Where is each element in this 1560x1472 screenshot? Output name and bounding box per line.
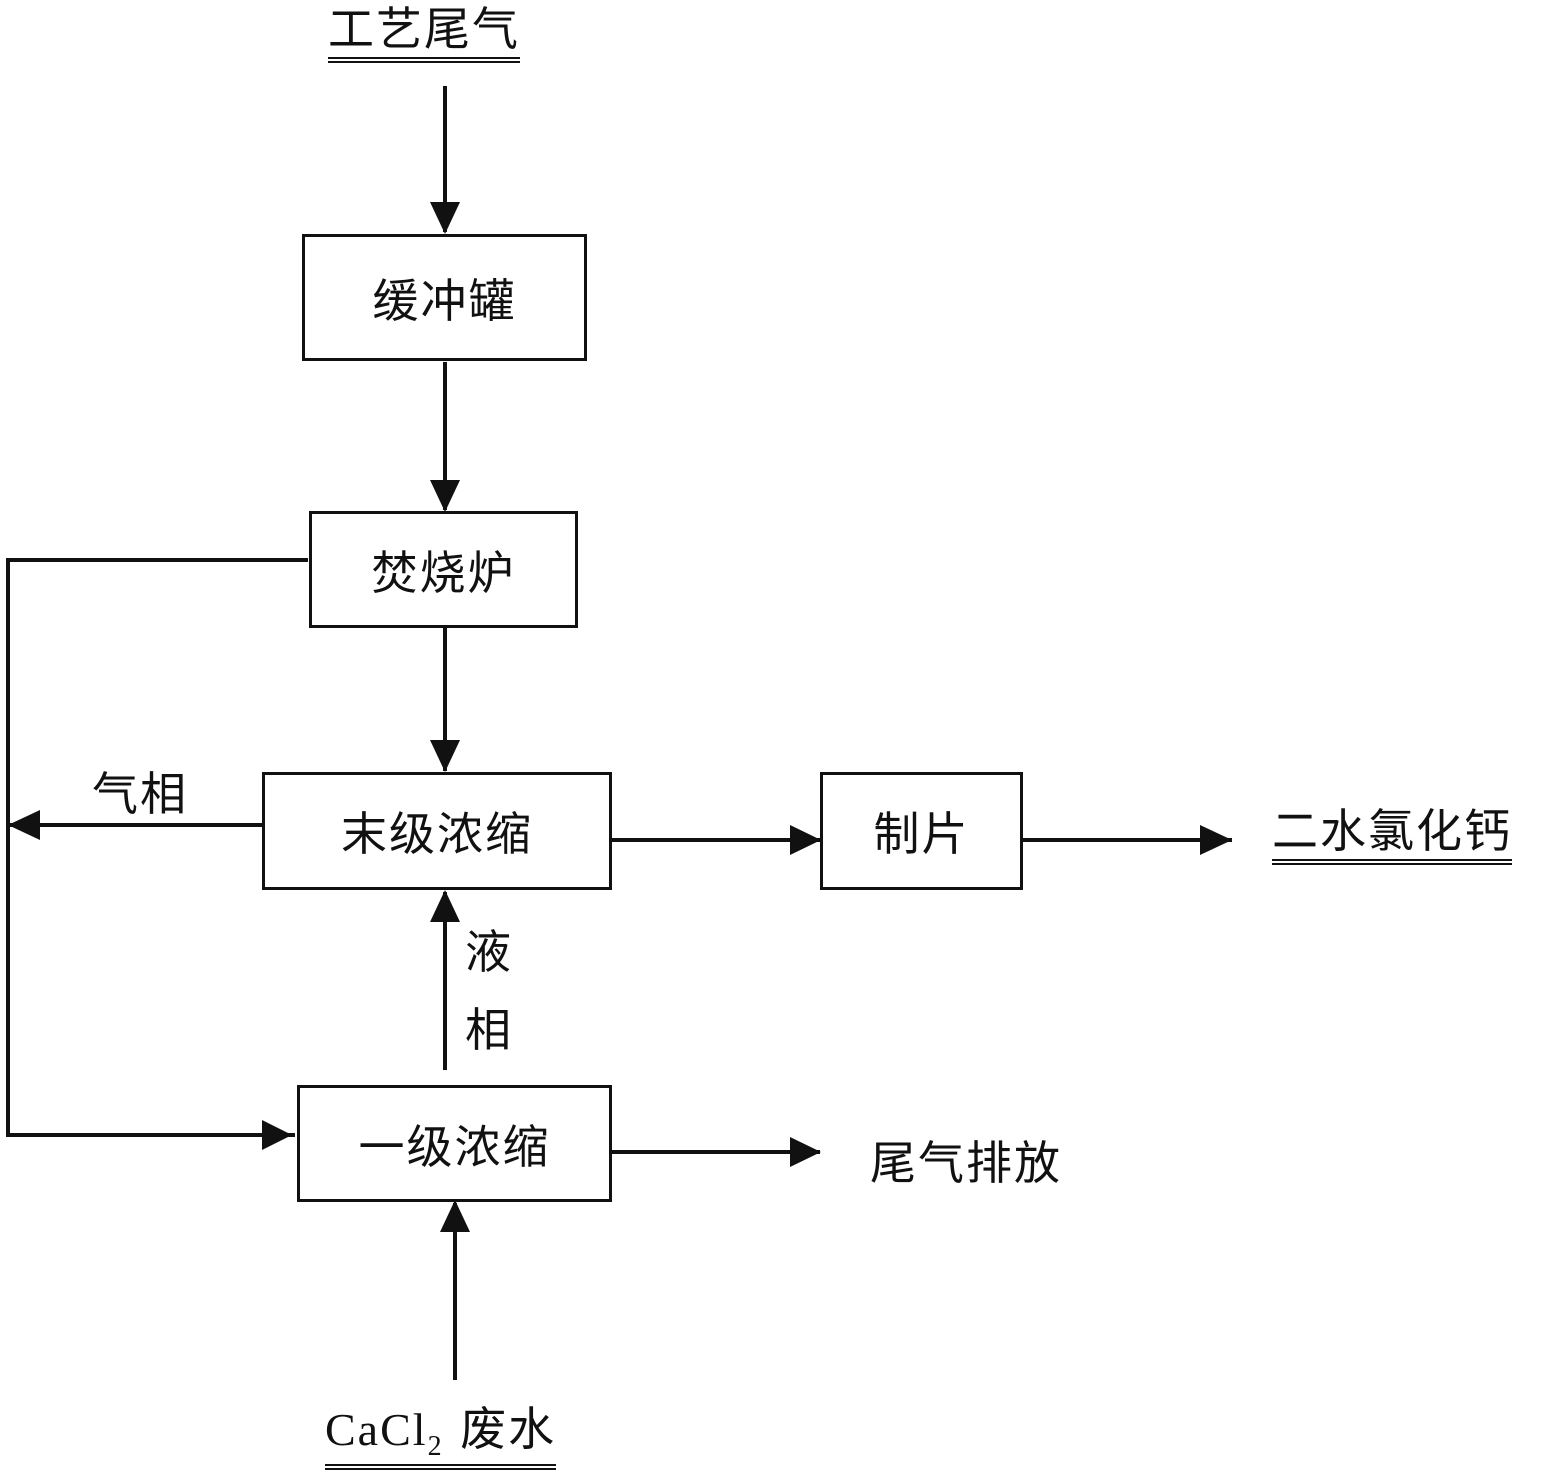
loop-incinerator-to-first bbox=[6, 558, 308, 1137]
cacl2-formula: CaCl bbox=[325, 1404, 428, 1455]
arrowhead-down bbox=[430, 202, 460, 234]
label-liquid-phase-top: 液 bbox=[465, 925, 511, 979]
arrowhead-down bbox=[430, 480, 460, 512]
arrowhead-down bbox=[430, 740, 460, 772]
arrowhead-up bbox=[440, 1200, 470, 1232]
arrowhead-right bbox=[1200, 825, 1232, 855]
output-tail-gas-discharge: 尾气排放 bbox=[870, 1136, 1062, 1190]
cacl2-subscript: 2 bbox=[427, 1431, 444, 1463]
wastewater-text: 废水 bbox=[443, 1402, 557, 1456]
input-cacl2-wastewater: CaCl2 废水 bbox=[325, 1402, 557, 1470]
arrowhead-right bbox=[790, 1137, 821, 1167]
label-liquid-phase-bottom: 相 bbox=[465, 1003, 511, 1057]
arrowhead-up bbox=[430, 890, 460, 922]
box-incinerator-label: 焚烧炉 bbox=[371, 545, 516, 600]
output-calcium-chloride-dihydrate: 二水氯化钙 bbox=[1272, 804, 1512, 866]
box-final-concentration: 末级浓缩 bbox=[262, 772, 612, 890]
box-flaking: 制片 bbox=[820, 772, 1023, 890]
arrowhead-left bbox=[8, 810, 40, 840]
input-process-tail-gas: 工艺尾气 bbox=[328, 2, 520, 64]
box-flaking-label: 制片 bbox=[873, 807, 970, 861]
arrowhead-right bbox=[790, 825, 821, 855]
box-first-concentration: 一级浓缩 bbox=[297, 1085, 612, 1202]
arrowhead-right bbox=[262, 1120, 292, 1150]
box-buffer-tank: 缓冲罐 bbox=[302, 234, 587, 361]
box-incinerator: 焚烧炉 bbox=[309, 511, 578, 628]
label-gas-phase: 气相 bbox=[92, 767, 188, 821]
box-buffer-tank-label: 缓冲罐 bbox=[372, 273, 517, 328]
box-final-concentration-label: 末级浓缩 bbox=[341, 807, 533, 861]
box-first-concentration-label: 一级浓缩 bbox=[358, 1119, 551, 1174]
